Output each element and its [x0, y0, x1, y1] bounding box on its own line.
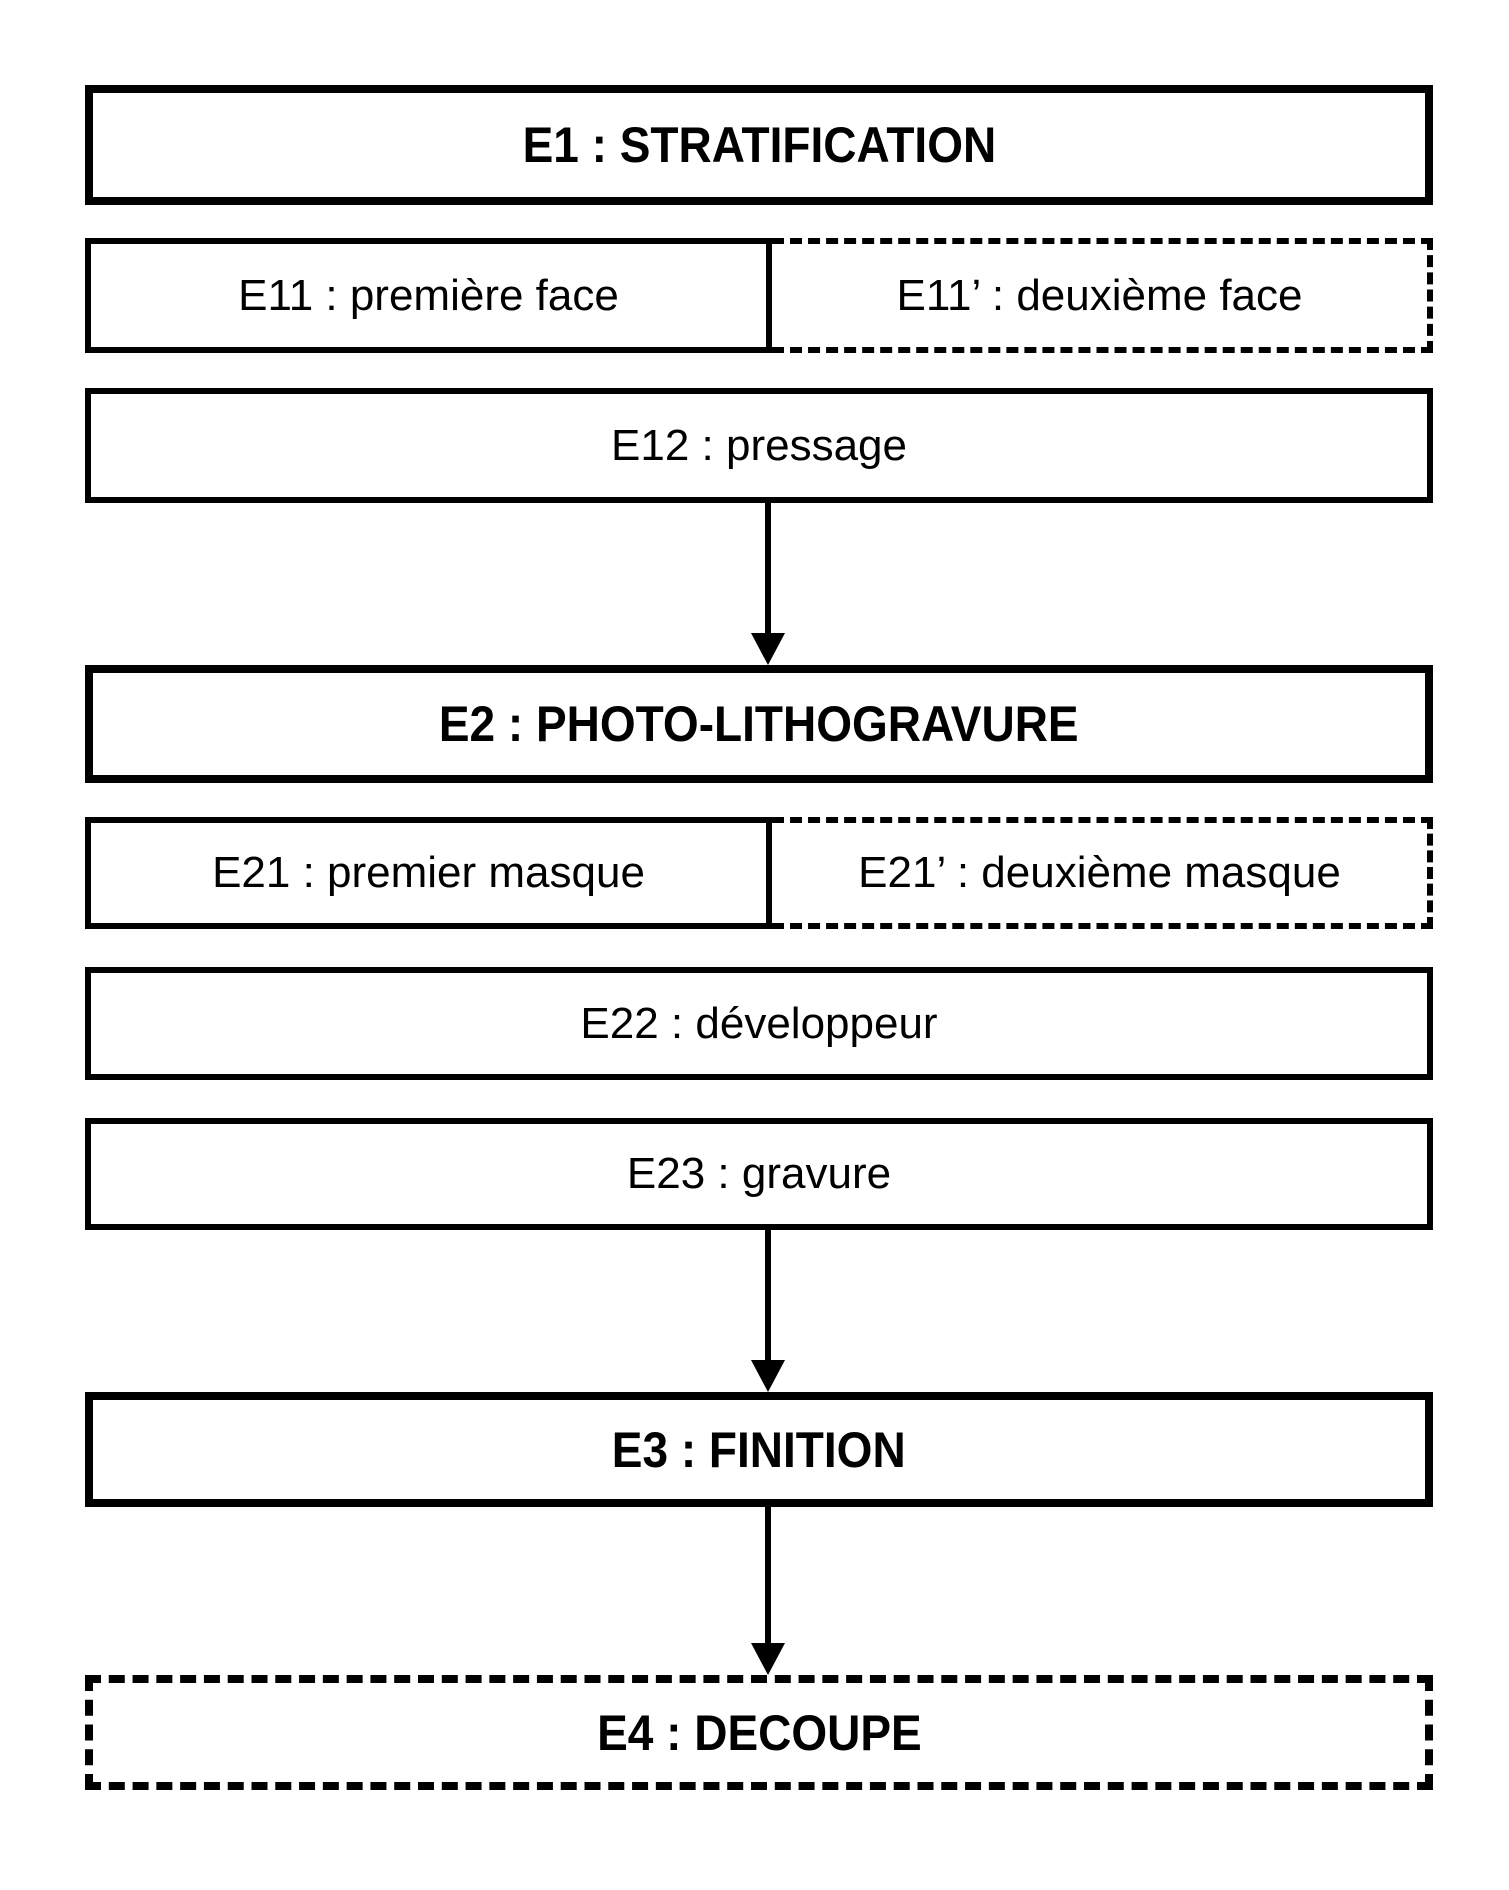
box-e21-prime-label: E21’ : deuxième masque: [858, 848, 1341, 897]
box-e11-label: E11 : première face: [238, 270, 619, 320]
box-e12-label: E12 : pressage: [611, 420, 907, 470]
arrow-shaft: [765, 503, 771, 635]
arrow-head-icon: [751, 633, 785, 665]
box-e3-finition: E3 : FINITION: [85, 1392, 1433, 1507]
box-e21-prime-deuxieme-masque: E21’ : deuxième masque: [772, 817, 1433, 929]
box-e2-photo-lithogravure: E2 : PHOTO-LITHOGRAVURE: [85, 665, 1433, 783]
box-e21-premier-masque: E21 : premier masque: [85, 817, 772, 929]
arrow-shaft: [765, 1507, 771, 1645]
box-e11-premiere-face: E11 : première face: [85, 238, 772, 353]
box-e4-decoupe: E4 : DECOUPE: [85, 1675, 1433, 1790]
box-e4-label: E4 : DECOUPE: [596, 1704, 922, 1761]
box-e3-label: E3 : FINITION: [612, 1421, 906, 1478]
flow-arrow-e12-to-e2: [751, 503, 785, 665]
box-e22-label: E22 : développeur: [580, 998, 938, 1048]
flow-arrow-e3-to-e4: [751, 1507, 785, 1675]
box-e1-stratification: E1 : STRATIFICATION: [85, 85, 1433, 205]
arrow-head-icon: [751, 1360, 785, 1392]
box-e1-label: E1 : STRATIFICATION: [522, 117, 996, 173]
box-e23-label: E23 : gravure: [626, 1149, 892, 1198]
box-e11-prime-deuxieme-face: E11’ : deuxième face: [772, 238, 1433, 353]
box-e11-prime-label: E11’ : deuxième face: [896, 270, 1303, 320]
box-e12-pressage: E12 : pressage: [85, 388, 1433, 503]
box-e21-label: E21 : premier masque: [212, 848, 645, 897]
flow-arrow-e23-to-e3: [751, 1230, 785, 1392]
box-e23-gravure: E23 : gravure: [85, 1118, 1433, 1230]
arrow-head-icon: [751, 1643, 785, 1675]
box-e22-developpeur: E22 : développeur: [85, 967, 1433, 1080]
box-e2-label: E2 : PHOTO-LITHOGRAVURE: [439, 696, 1079, 752]
arrow-shaft: [765, 1230, 771, 1362]
